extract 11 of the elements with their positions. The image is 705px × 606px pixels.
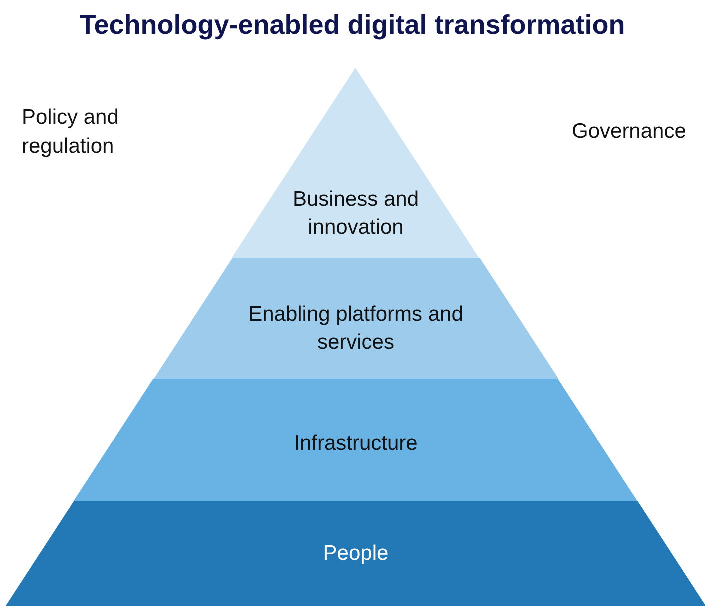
pyramid-tier [232, 68, 480, 258]
tier-label: Infrastructure [293, 431, 419, 457]
title: Technology-enabled digital transformation [78, 10, 626, 41]
side-label: Policy and regulation [22, 105, 120, 160]
tier-label: Enabling platforms and services [248, 302, 464, 356]
tier-label: People [322, 541, 390, 567]
pyramid-tier [154, 258, 558, 379]
side-label: Governance [572, 119, 688, 145]
pyramid-tier [6, 501, 705, 606]
tier-label: Business and innovation [292, 187, 420, 241]
pyramid-tier [74, 379, 638, 501]
